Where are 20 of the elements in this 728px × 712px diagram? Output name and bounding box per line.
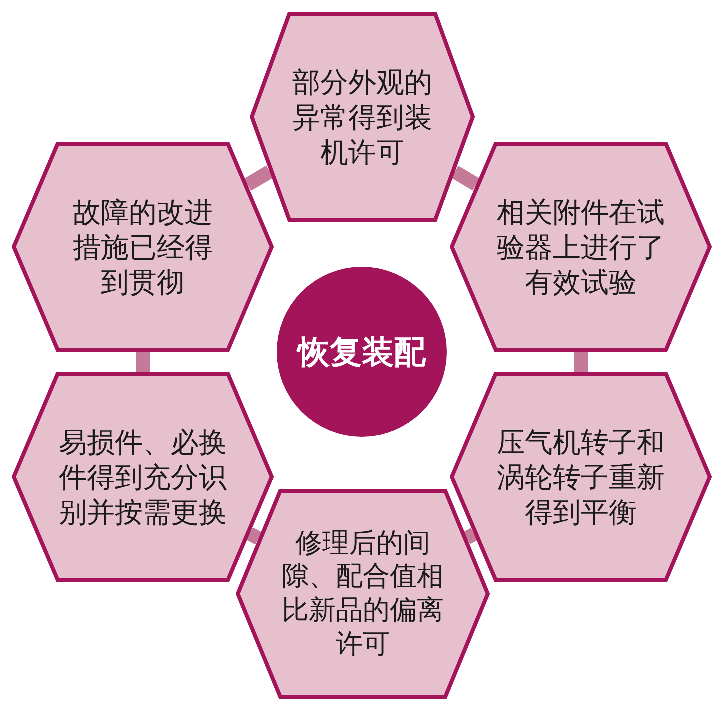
hexagon-node [450, 142, 712, 352]
center-label: 恢复装配 [296, 332, 428, 372]
node-text: 修理后的间隙、配合值相比新品的偏离许可 [281, 526, 445, 662]
center-circle [277, 267, 447, 437]
node-text: 易损件、必换件得到充分识别并按需更换 [58, 424, 228, 530]
hexagon-node [450, 372, 712, 582]
connector-bar [451, 166, 480, 191]
hexagon-node [12, 372, 274, 582]
hexagon-node [236, 489, 490, 699]
node-text: 故障的改进措施已经得到贯彻 [72, 194, 214, 300]
hexagon-node [12, 142, 274, 352]
connector-bar [244, 166, 274, 192]
node-text: 相关附件在试验器上进行了有效试验 [496, 194, 666, 300]
connector-bar [464, 528, 478, 544]
node-text: 部分外观的异常得到装机许可 [292, 64, 434, 170]
node-text: 压气机转子和涡轮转子重新得到平衡 [496, 424, 666, 530]
connector-bar [574, 352, 588, 372]
connector-bar [246, 528, 262, 545]
hexagon-node [250, 12, 475, 222]
connector-bar [136, 352, 150, 372]
